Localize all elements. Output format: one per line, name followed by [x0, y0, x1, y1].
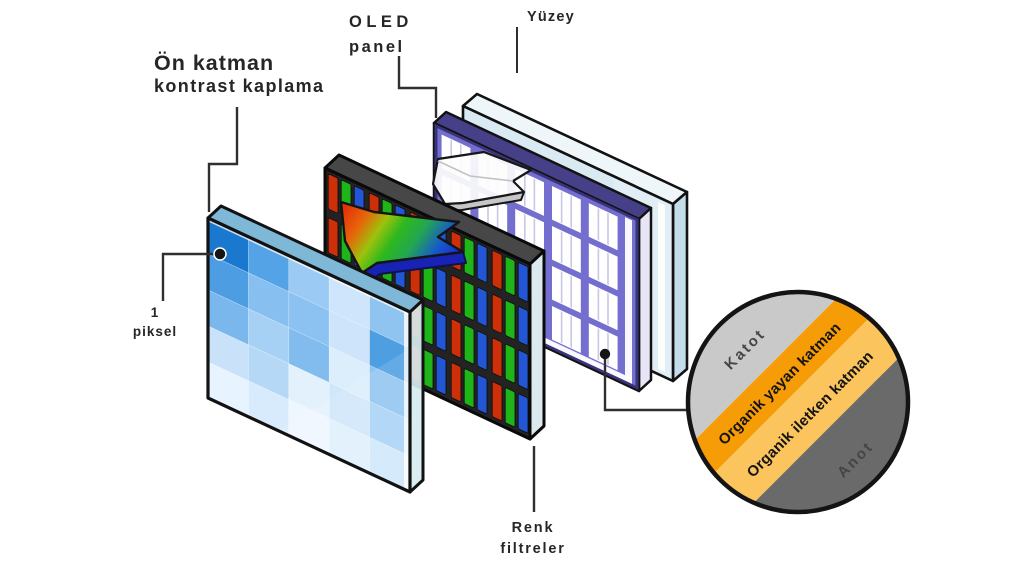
subpixel-bar	[476, 374, 488, 415]
subpixel-bar	[504, 387, 516, 428]
subpixel-bar	[476, 287, 488, 327]
subpixel-bar	[463, 324, 475, 365]
label-front-layer: Ön katman kontrast kaplama	[154, 50, 324, 97]
label-one-pixel: 1 piksel	[130, 303, 180, 341]
subpixel-bar	[450, 274, 462, 315]
pixel-grid	[207, 217, 411, 493]
subpixel-bar	[517, 349, 529, 390]
label-oled-line1: OLED	[349, 13, 413, 31]
subpixel-bar	[435, 267, 447, 308]
subpixel-bar	[517, 393, 529, 434]
label-color-filters-line2: filtreler	[500, 540, 566, 557]
label-color-filters-line1: Renk	[511, 520, 555, 536]
oled-panel-side-face	[637, 206, 653, 393]
subpixel-bar	[450, 362, 462, 402]
oled-cell	[552, 186, 581, 234]
label-front-layer-line2: kontrast kaplama	[154, 76, 325, 96]
label-surface: Yüzey	[527, 9, 575, 25]
inset-band-yayan	[690, 294, 873, 477]
subpixel-bar	[517, 262, 529, 302]
subpixel-bar	[504, 300, 516, 340]
front-contrast-panel	[206, 204, 425, 494]
subpixel-bar	[517, 306, 529, 346]
subpixel-bar	[463, 281, 475, 321]
label-oled-panel: OLED panel	[349, 10, 413, 60]
subpixel-bar	[491, 250, 503, 290]
white-arrow	[431, 150, 533, 212]
subpixel-bar	[463, 237, 475, 277]
oled-cell	[588, 203, 618, 251]
label-front-layer-line1: Ön katman	[154, 51, 275, 75]
pixel-callout-dot	[213, 247, 227, 261]
inset-circle-outline	[685, 289, 911, 515]
subpixel-bar	[435, 311, 447, 352]
layer-inset: Katot Organik yayan katman Organik iletk…	[685, 289, 911, 515]
inset-callout-line	[603, 358, 691, 412]
oled-cell	[552, 306, 581, 354]
surface-panel-side-face	[671, 190, 689, 383]
color-filter-panel	[323, 153, 546, 441]
subpixel-bar	[491, 337, 503, 378]
callouts	[161, 27, 691, 512]
inset-band-katot	[690, 294, 847, 451]
inset-callout-dot	[599, 348, 611, 360]
front-panel-outline	[206, 216, 412, 494]
oled-callout-line	[397, 56, 438, 118]
subpixel-bar	[435, 355, 447, 395]
subpixel-bar	[327, 173, 339, 214]
oled-cell	[515, 168, 544, 216]
subpixel-bar	[476, 243, 488, 283]
subpixel-bar	[327, 217, 339, 258]
subpixel-bar	[450, 318, 462, 359]
subpixel-bar	[491, 294, 503, 334]
subpixel-bar	[504, 343, 516, 384]
label-one-pixel-line2: piksel	[132, 324, 178, 339]
oled-cell	[552, 226, 581, 274]
front-panel-inner	[207, 217, 411, 493]
subpixel-bar	[422, 349, 434, 389]
front-layer-callout-line	[207, 107, 239, 212]
inset-band-anot	[744, 348, 906, 510]
rainbow-arrow	[339, 200, 467, 285]
label-color-filters: Renk filtreler	[485, 518, 581, 559]
white-arrow-fold-line	[437, 160, 514, 182]
oled-cell	[552, 266, 581, 314]
oled-cell	[588, 243, 618, 291]
subpixel-bar	[476, 330, 488, 371]
rainbow-arrow-face	[339, 200, 465, 275]
label-one-pixel-line1: 1	[150, 305, 160, 320]
oled-cell	[588, 323, 618, 371]
pixel-callout-line	[161, 252, 215, 301]
label-oled-line2: panel	[349, 38, 405, 56]
subpixel-bar	[463, 368, 475, 408]
inset-band-iletken	[710, 314, 906, 510]
oled-cell	[588, 283, 618, 331]
subpixel-bar	[422, 305, 434, 346]
front-panel-side-face	[408, 298, 425, 494]
filter-panel-side-face	[528, 249, 546, 441]
subpixel-bar	[491, 381, 503, 422]
subpixel-bar	[504, 256, 516, 296]
